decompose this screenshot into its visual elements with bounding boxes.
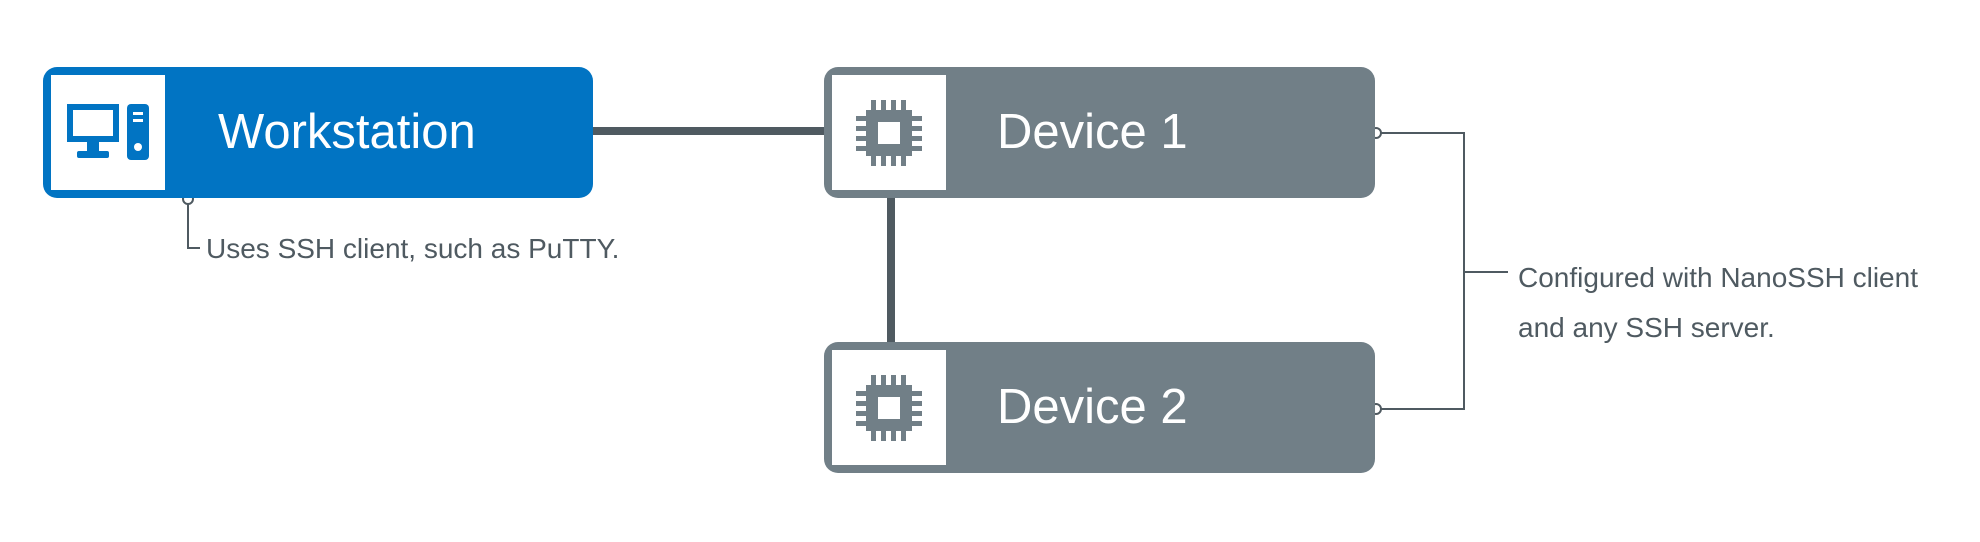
device1-label: Device 1	[997, 105, 1188, 159]
devices-note-line1: Configured with NanoSSH client	[1518, 262, 1918, 293]
chip-icon	[856, 99, 922, 166]
workstation-note-leader	[187, 199, 200, 249]
device1-node: Device 1	[824, 67, 1375, 198]
devices-note-bracket	[1376, 132, 1508, 410]
workstation-note: Uses SSH client, such as PuTTY.	[206, 233, 620, 264]
device1-icon-box	[832, 75, 946, 190]
devices-note: Configured with NanoSSH client and any S…	[1518, 253, 1918, 353]
device2-label: Device 2	[997, 380, 1188, 434]
device2-icon-box	[832, 350, 946, 465]
workstation-node: Workstation	[43, 67, 593, 198]
device2-node: Device 2	[824, 342, 1375, 473]
workstation-icon-box	[51, 75, 165, 190]
chip-icon	[856, 374, 922, 441]
devices-note-line2: and any SSH server.	[1518, 312, 1775, 343]
workstation-label: Workstation	[218, 105, 476, 159]
desktop-computer-icon	[67, 103, 149, 160]
